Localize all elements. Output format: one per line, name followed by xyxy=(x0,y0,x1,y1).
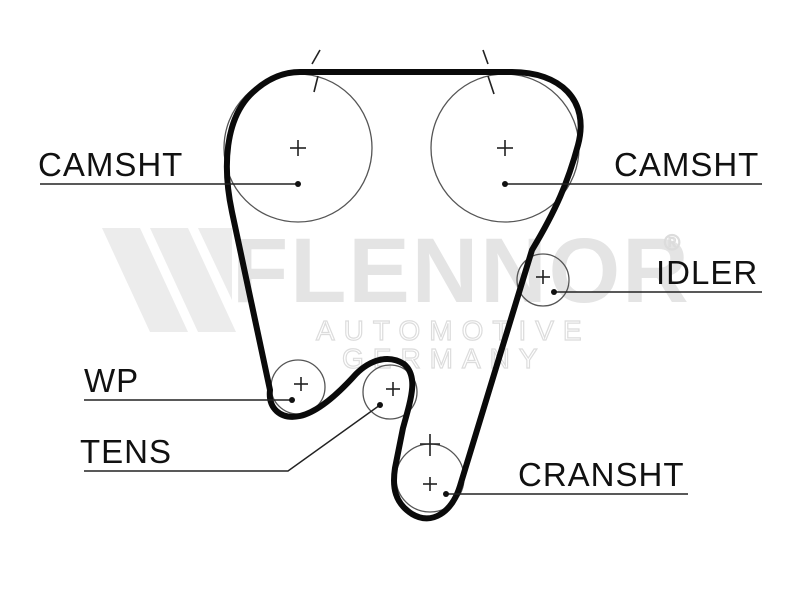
camshaft-left-label: CAMSHT xyxy=(38,146,183,183)
idler-center-mark xyxy=(536,270,550,284)
idler-label: IDLER xyxy=(656,254,758,291)
watermark-logo-stripe-1 xyxy=(102,228,188,332)
timing-mark-left xyxy=(311,49,321,93)
crankshaft-center-mark xyxy=(423,477,437,491)
camshaft-right-leader-dot xyxy=(502,181,508,187)
camshaft-right-center-mark xyxy=(497,140,513,156)
timing-belt xyxy=(223,69,584,522)
timing-mark-right xyxy=(482,49,495,95)
watermark-brand: FLENNOR xyxy=(232,220,691,322)
tensioner-pulley xyxy=(362,364,418,420)
water-pump-center-mark xyxy=(294,377,308,391)
tensioner-label: TENS xyxy=(80,433,172,470)
watermark-line1: AUTOMOTIVE xyxy=(316,315,591,346)
watermark-logo-stripe-2 xyxy=(150,228,236,332)
watermark-logo-stripe-3 xyxy=(198,228,232,300)
crankshaft-leader-dot xyxy=(443,491,449,497)
watermark-line2: GERMANY xyxy=(342,343,547,374)
tensioner-center-mark xyxy=(386,382,400,396)
camshaft-left-center-mark xyxy=(290,140,306,156)
crankshaft-label: CRANSHT xyxy=(518,456,685,493)
idler-pulley xyxy=(516,253,570,307)
tensioner-leader-dot xyxy=(377,402,383,408)
camshaft-left-leader-dot xyxy=(295,181,301,187)
watermark: FLENNOR ® AUTOMOTIVE GERMANY xyxy=(102,220,691,375)
watermark-registered: ® xyxy=(664,230,680,255)
camshaft-right-label: CAMSHT xyxy=(614,146,759,183)
idler-leader-dot xyxy=(551,289,557,295)
water-pump-label: WP xyxy=(84,362,139,399)
timing-mark-crank xyxy=(420,434,440,456)
tensioner-leader xyxy=(84,404,381,472)
water-pump-leader-dot xyxy=(289,397,295,403)
